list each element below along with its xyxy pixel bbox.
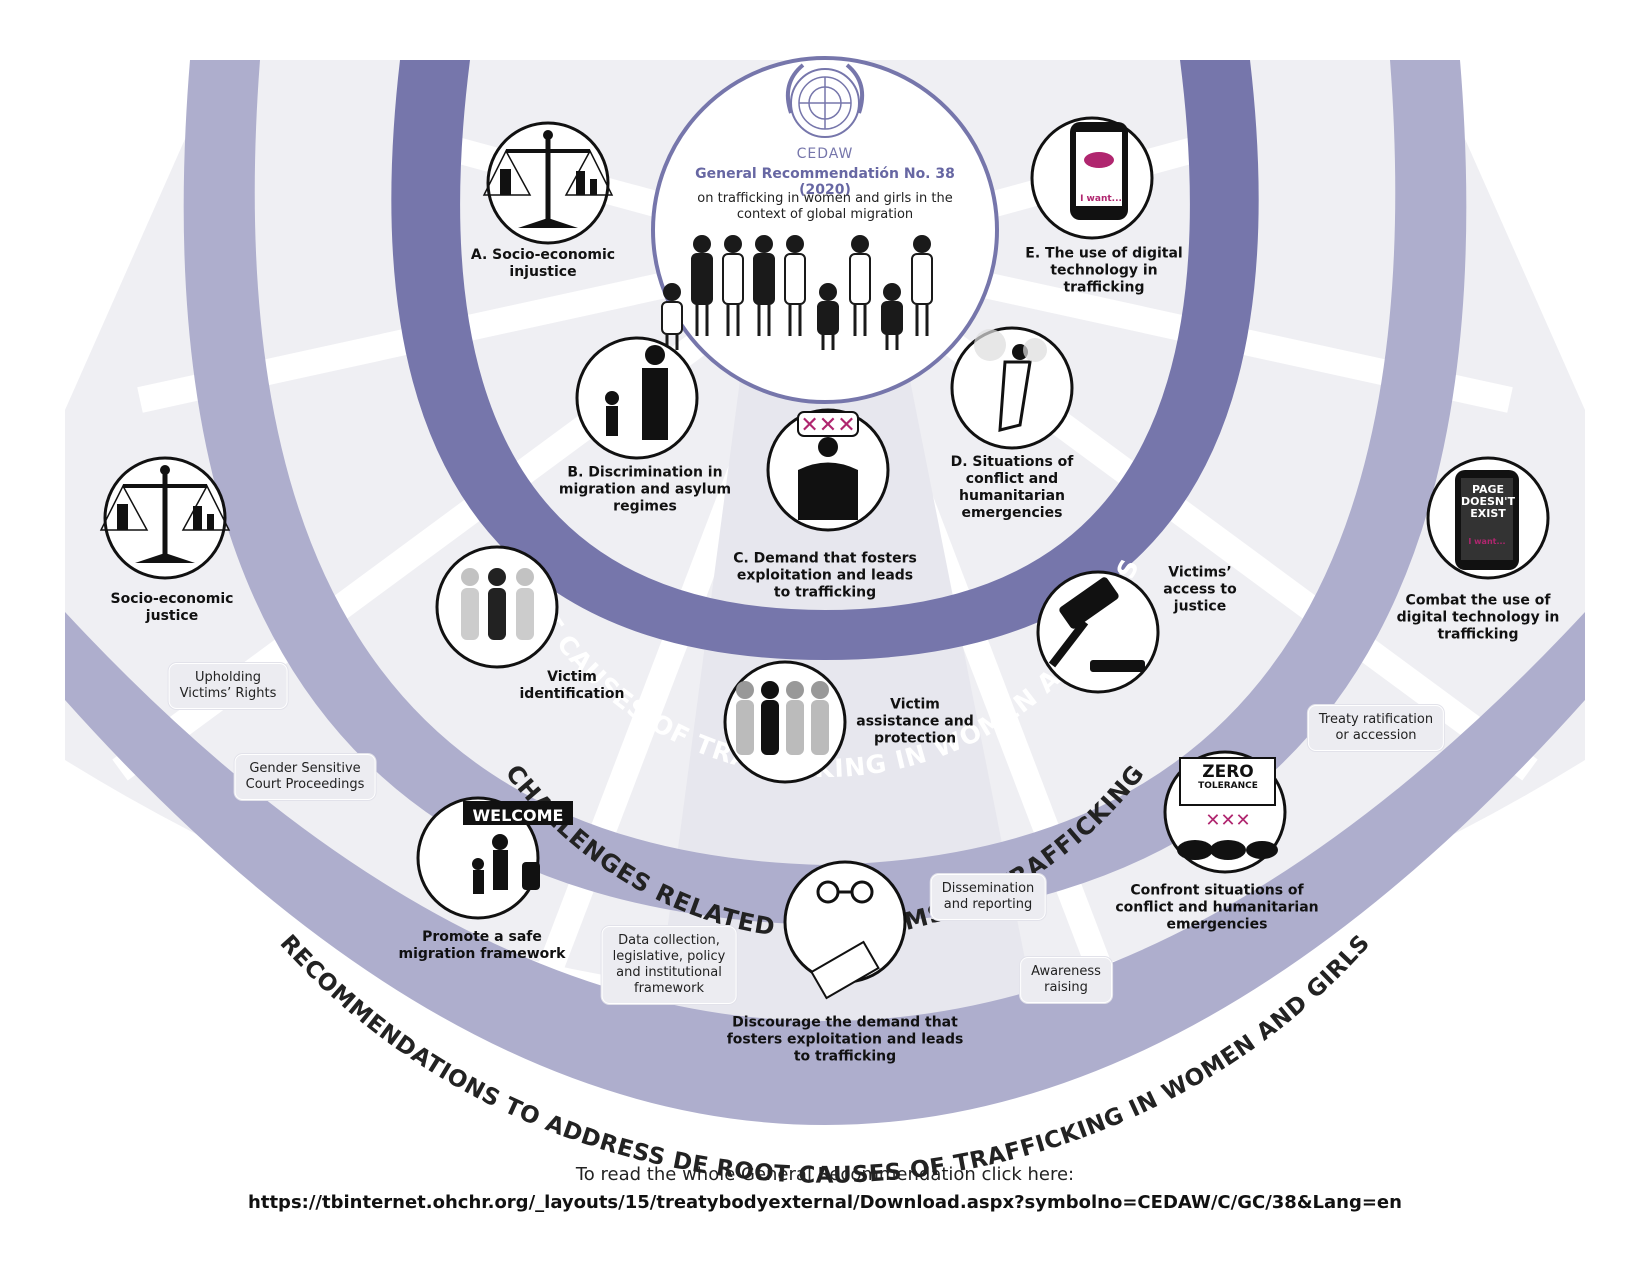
root-cause-a-label: A. Socio-economic injustice xyxy=(470,247,616,280)
svg-text:✕✕✕: ✕✕✕ xyxy=(800,413,855,438)
root-cause-b-label: B. Discrimination in migration and asylu… xyxy=(558,464,732,515)
person-figure xyxy=(881,283,903,350)
zero-sign-text: ZERO xyxy=(1202,762,1254,782)
person-figure xyxy=(849,235,871,336)
footer-link[interactable]: https://tbinternet.ohchr.org/_layouts/15… xyxy=(248,1192,1402,1213)
challenge-assistance-label: Victim assistance and protection xyxy=(856,696,974,747)
root-cause-e-label: E. The use of digital technology in traf… xyxy=(1025,245,1183,296)
person-figure xyxy=(911,235,933,336)
phone-page-i-want-text: I want... xyxy=(1468,537,1506,546)
outer-ring-band xyxy=(65,612,1585,1125)
person-figure xyxy=(784,235,806,336)
tolerance-sign-text: TOLERANCE xyxy=(1198,781,1258,791)
welcome-icon xyxy=(416,796,573,920)
cedaw-label: CEDAW xyxy=(796,146,854,162)
phone-i-want-text: I want... xyxy=(1080,194,1122,204)
tag-upholding-rights: Upholding Victims’ Rights xyxy=(168,663,288,709)
tag-dissemination: Dissemination and reporting xyxy=(930,874,1046,920)
rec-digital-label: Combat the use of digital technology in … xyxy=(1396,592,1560,643)
gavel-icon xyxy=(1036,570,1160,694)
root-cause-c-label: C. Demand that fosters exploitation and … xyxy=(733,550,917,601)
blurred-people-icon xyxy=(435,545,559,669)
person-figure xyxy=(691,235,713,336)
scales-icon xyxy=(482,121,614,245)
center-subtitle: on trafficking in women and girls in the… xyxy=(697,191,953,222)
challenge-justice-label: Victims’ access to justice xyxy=(1163,564,1237,615)
person-figure xyxy=(817,283,839,350)
tag-treaty: Treaty ratification or accession xyxy=(1307,705,1445,751)
footer-intro: To read the whole General Recommendation… xyxy=(575,1164,1075,1185)
challenge-identification-label: Victim identification xyxy=(519,669,625,702)
handcuff-money-icon xyxy=(783,860,907,1000)
rec-migration-label: Promote a safe migration framework xyxy=(398,929,566,962)
mother-child-icon xyxy=(575,336,699,460)
zero-tolerance-icon: ✕✕✕ xyxy=(1163,750,1287,874)
person-figure xyxy=(753,235,775,336)
person-figure xyxy=(722,235,744,336)
xxx-man-icon: ✕✕✕ xyxy=(766,408,890,532)
tag-data-collection: Data collection, legislative, policy and… xyxy=(601,926,737,1004)
tag-gender-court: Gender Sensitive Court Proceedings xyxy=(234,754,376,800)
phone-page-icon xyxy=(1426,456,1550,580)
page-doesnt-exist-text: PAGE DOESN'T EXIST xyxy=(1461,483,1515,520)
svg-text:✕✕✕: ✕✕✕ xyxy=(1205,810,1250,831)
center-title: General Recommendatión No. 38 (2020) xyxy=(695,166,955,198)
group-support-icon xyxy=(723,660,847,784)
rec-conflict-label: Confront situations of conflict and huma… xyxy=(1115,882,1319,933)
root-cause-d-label: D. Situations of conflict and humanitari… xyxy=(950,454,1074,521)
rec-demand-label: Discourage the demand that fosters explo… xyxy=(726,1014,964,1065)
rec-socio-economic-label: Socio-economic justice xyxy=(110,591,234,624)
phone-icon xyxy=(1030,116,1154,240)
un-emblem-icon xyxy=(786,63,864,138)
tag-awareness: Awareness raising xyxy=(1020,957,1112,1003)
conflict-icon xyxy=(950,326,1074,450)
welcome-banner-text: WELCOME xyxy=(472,806,564,825)
scales-icon xyxy=(99,456,231,580)
